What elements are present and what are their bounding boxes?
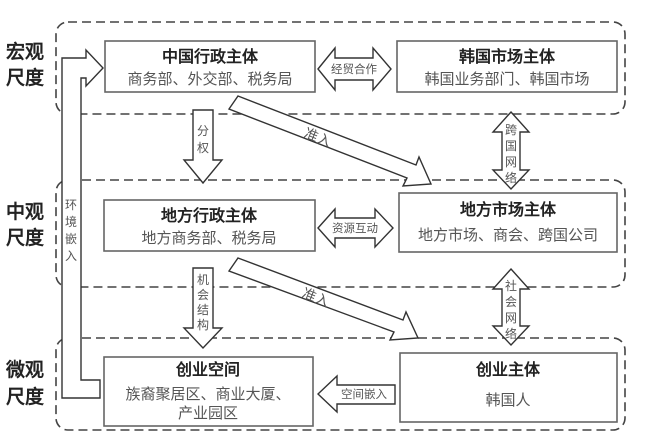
env-embed-label-3: 嵌 bbox=[65, 232, 77, 246]
local-admin-sub: 地方商务部、税务局 bbox=[141, 229, 276, 247]
access-label-2: 准入 bbox=[300, 286, 332, 311]
venture-space-sub-1: 族裔聚居区、商业大厦、 bbox=[125, 385, 290, 403]
china-admin-title: 中国行政主体 bbox=[162, 47, 259, 66]
micro-label-1: 微观 bbox=[5, 358, 44, 381]
entrepreneur-sub: 韩国人 bbox=[485, 391, 530, 409]
space-embed-arrow bbox=[316, 374, 396, 414]
access-arrow-2 bbox=[227, 257, 420, 341]
local-market-title: 地方市场主体 bbox=[460, 200, 557, 219]
social-label-2: 会 bbox=[505, 295, 517, 309]
local-admin-box: 地方行政主体 地方商务部、税务局 bbox=[103, 199, 316, 252]
korea-market-box: 韩国市场主体 韩国业务部门、韩国市场 bbox=[396, 40, 618, 93]
micro-scale-region bbox=[55, 337, 626, 431]
resource-interaction-arrow bbox=[317, 207, 394, 249]
venture-space-title: 创业空间 bbox=[175, 360, 240, 379]
macro-scale-region bbox=[55, 21, 626, 115]
meso-label-2: 尺度 bbox=[6, 226, 45, 249]
local-market-sub: 地方市场、商会、跨国公司 bbox=[418, 226, 598, 244]
trade-cooperation-label: 经贸合作 bbox=[331, 62, 377, 76]
resource-interaction-label: 资源互动 bbox=[332, 221, 378, 235]
local-market-box: 地方市场主体 地方市场、商会、跨国公司 bbox=[398, 192, 618, 253]
meso-scale-region bbox=[55, 179, 626, 288]
env-embed-label-bg bbox=[63, 196, 80, 268]
social-label-4: 络 bbox=[505, 326, 517, 341]
entrepreneur-box: 创业主体 韩国人 bbox=[399, 352, 618, 423]
opportunity-label-4: 构 bbox=[197, 317, 209, 332]
meso-label-1: 中观 bbox=[6, 200, 44, 223]
decentralize-label-1: 分 bbox=[197, 124, 209, 138]
decentralize-label-2: 权 bbox=[197, 141, 209, 155]
local-admin-title: 地方行政主体 bbox=[161, 206, 258, 225]
macro-label-2: 尺度 bbox=[6, 66, 45, 89]
social-network-arrow bbox=[491, 267, 531, 347]
korea-market-sub: 韩国业务部门、韩国市场 bbox=[424, 70, 589, 88]
entrepreneur-title: 创业主体 bbox=[475, 360, 541, 379]
transnational-label-3: 网 bbox=[505, 155, 517, 169]
opportunity-label-1: 机 bbox=[197, 273, 209, 287]
trade-cooperation-arrow bbox=[317, 46, 392, 92]
env-embed-label-1: 环 bbox=[65, 198, 77, 212]
korea-market-title: 韩国市场主体 bbox=[459, 47, 556, 66]
transnational-label-1: 跨 bbox=[505, 123, 517, 137]
opportunity-label-3: 结 bbox=[197, 303, 209, 317]
transnational-label-4: 络 bbox=[505, 170, 517, 185]
venture-space-sub-2: 产业园区 bbox=[178, 404, 238, 422]
decentralize-arrow bbox=[182, 109, 224, 185]
opportunity-structure-arrow bbox=[182, 267, 224, 350]
china-admin-box: 中国行政主体 商务部、外交部、税务局 bbox=[104, 40, 316, 93]
transnational-label-2: 国 bbox=[505, 139, 517, 153]
opportunity-label-2: 会 bbox=[197, 288, 209, 302]
env-embed-label-2: 境 bbox=[65, 214, 77, 229]
macro-label-1: 宏观 bbox=[6, 40, 44, 63]
env-embed-label-4: 入 bbox=[65, 249, 77, 263]
micro-label-2: 尺度 bbox=[6, 385, 45, 408]
access-label-1: 准入 bbox=[302, 126, 334, 151]
china-admin-sub: 商务部、外交部、税务局 bbox=[127, 70, 292, 88]
social-label-1: 社 bbox=[505, 278, 517, 293]
transnational-network-arrow bbox=[491, 110, 531, 191]
env-embed-arrow bbox=[61, 48, 104, 399]
venture-space-box: 创业空间 族裔聚居区、商业大厦、 产业园区 bbox=[103, 356, 314, 427]
space-embed-label: 空间嵌入 bbox=[341, 387, 387, 401]
access-arrow-1 bbox=[227, 95, 433, 187]
social-label-3: 网 bbox=[505, 311, 517, 325]
